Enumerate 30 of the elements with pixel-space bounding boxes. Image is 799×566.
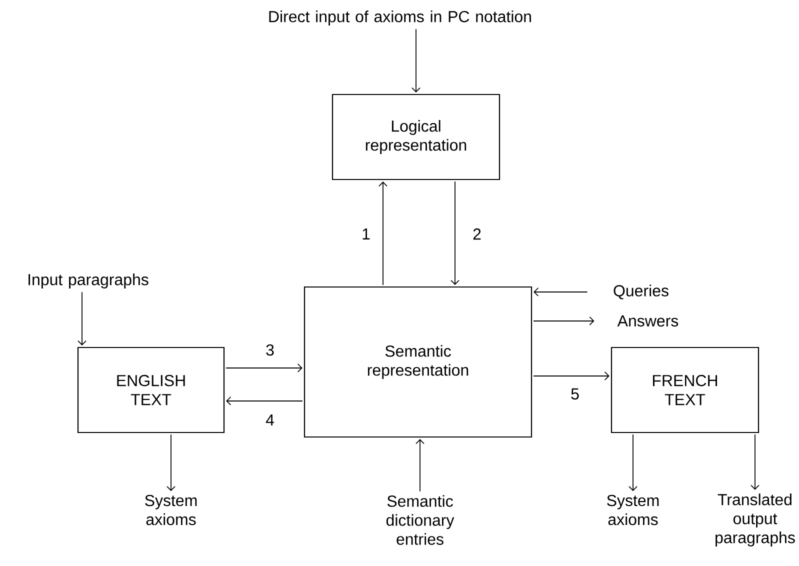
edge-label: 5	[571, 388, 579, 400]
arrow	[450, 181, 460, 285]
arrow	[378, 182, 388, 286]
process-box: Semantic representation	[304, 286, 532, 438]
edge-label: 1	[362, 228, 370, 240]
output-note: Translated output paragraphs	[716, 494, 795, 546]
arrow	[166, 434, 176, 492]
arrow	[226, 396, 303, 406]
input-note: Semantic dictionary entries	[386, 495, 454, 545]
output-note: System axioms	[607, 494, 659, 526]
arrow	[533, 316, 594, 326]
process-box: ENGLISH TEXT	[77, 346, 225, 434]
input-note: Input paragraphs	[28, 274, 148, 288]
process-box: Logical representation	[332, 94, 500, 180]
arrow	[78, 292, 86, 346]
input-note: Direct input of axioms in PC notation	[269, 10, 531, 26]
output-note: System axioms	[145, 494, 197, 526]
arrow	[533, 372, 610, 380]
output-note: Queries	[614, 284, 668, 300]
arrow	[750, 434, 760, 490]
arrow	[628, 434, 638, 492]
edge-label: 2	[473, 228, 481, 240]
output-note: Answers	[617, 315, 678, 327]
arrow	[416, 439, 424, 492]
arrow	[412, 28, 420, 92]
edge-label: 4	[266, 414, 274, 426]
arrow	[226, 364, 302, 372]
arrow	[534, 288, 588, 296]
edge-label: 3	[266, 344, 274, 356]
process-box: FRENCH TEXT	[610, 346, 760, 434]
